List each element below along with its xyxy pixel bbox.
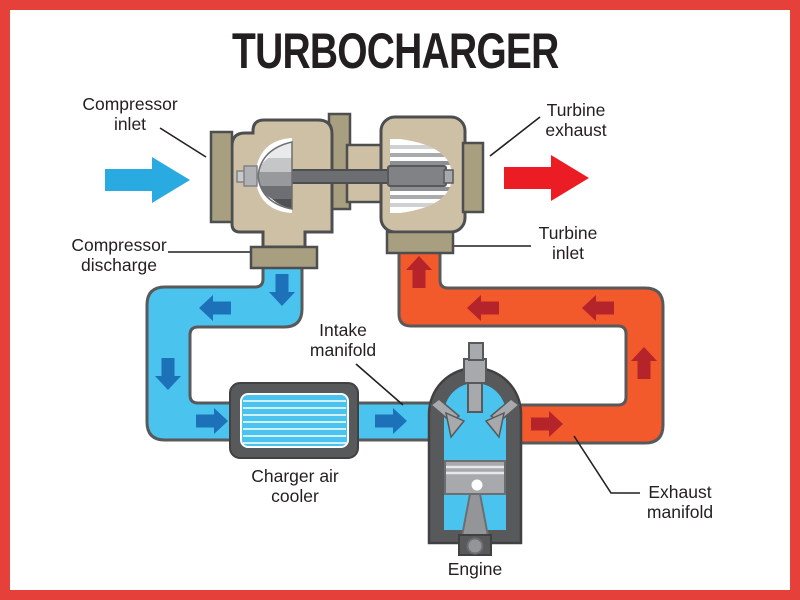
shaft-nut: [243, 165, 258, 187]
compressor-inlet-flange: [209, 130, 234, 224]
cooler-fins: [243, 400, 346, 444]
turbocharger-unit: [209, 112, 485, 270]
label-engine: Engine: [447, 559, 503, 579]
crank-journal: [466, 537, 484, 555]
exhaust-flow-arrow-right-icon: [531, 411, 563, 437]
label-compressor-discharge: Compressor discharge: [71, 235, 167, 276]
label-exhaust-manifold: Exhaust manifold: [646, 482, 714, 523]
compressor-wheel: [236, 138, 293, 213]
label-turbine-inlet: Turbine inlet: [538, 223, 598, 264]
leader-line-turbine-exhaust: [489, 116, 541, 157]
page-title: TURBOCHARGER: [231, 23, 559, 79]
exhaust-flow-arrow-up-icon: [631, 347, 657, 379]
turbine-wheel: [387, 139, 454, 213]
intake-flow-arrow-right-icon: [196, 408, 228, 434]
cooler-core: [240, 393, 349, 448]
spark-plug: [463, 342, 487, 413]
engine: [427, 342, 523, 556]
label-intake-manifold: Intake manifold: [309, 320, 377, 361]
turbine-inlet-flange: [385, 230, 455, 255]
leader-line-exhaust-manifold: [573, 435, 640, 494]
label-compressor-inlet: Compressor inlet: [82, 94, 178, 135]
exhaust-out-arrow-icon: [504, 155, 589, 201]
turbine-exhaust-flange: [461, 141, 485, 214]
turbine-hub: [387, 165, 447, 187]
leader-line-compressor-inlet: [159, 127, 207, 158]
exhaust-flow-arrow-left2-icon: [467, 295, 499, 321]
turbine-hub-nub: [443, 169, 454, 184]
leader-line-intake-manifold: [355, 363, 404, 406]
label-turbine-exhaust: Turbine exhaust: [545, 100, 607, 141]
label-charger-air-cooler: Charger air cooler: [251, 466, 339, 507]
compressor-discharge-flange: [249, 245, 319, 270]
shaft: [283, 169, 389, 184]
wrist-pin: [471, 479, 483, 491]
intake-flow-arrow-down2-icon: [155, 358, 181, 390]
charger-air-cooler: [229, 382, 359, 459]
exhaust-valve: [484, 398, 521, 439]
intake-flow-arrow-left-icon: [199, 295, 231, 321]
air-inlet-arrow-icon: [105, 157, 190, 203]
intake-flow-arrow-down-icon: [269, 274, 295, 306]
exhaust-flow-arrow-left-icon: [582, 295, 614, 321]
exhaust-flow-arrow-up2-icon: [406, 256, 432, 288]
intake-valve: [429, 398, 466, 439]
intake-flow-arrow-right2-icon: [375, 408, 407, 434]
